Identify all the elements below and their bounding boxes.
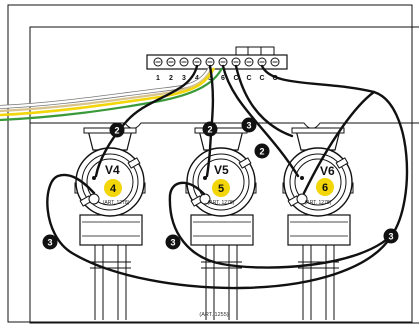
terminal-label-2: 2 — [169, 75, 173, 82]
terminal-label-6: 6 — [221, 75, 225, 82]
terminal-label-4: 4 — [195, 75, 199, 82]
terminal-label-common: C — [272, 75, 277, 82]
terminal-screw — [244, 57, 254, 67]
wire-tan — [0, 67, 213, 113]
wire-v5-signal — [205, 64, 215, 178]
article-label-v4: (ART. 1278) — [103, 200, 130, 206]
callout-2: 2 — [254, 143, 270, 159]
terminal-label-common: C — [246, 75, 251, 82]
black-wires — [46, 64, 409, 290]
valve-label-v5: V5 — [214, 163, 229, 177]
terminal-screw — [153, 57, 163, 67]
svg-text:3: 3 — [170, 238, 175, 248]
zone-number-6: 6 — [322, 182, 328, 194]
svg-text:3: 3 — [47, 238, 52, 248]
terminal-label-common: C — [259, 75, 264, 82]
valve-label-v6: V6 — [320, 164, 335, 178]
svg-text:2: 2 — [114, 126, 119, 136]
svg-text:2: 2 — [207, 125, 212, 135]
svg-text:2: 2 — [259, 147, 264, 157]
article-label-v5: (ART. 1278) — [208, 200, 235, 206]
wire-common-loop-v6 — [302, 90, 376, 195]
valve-face-v6: V6 6 (ART. 1278) — [300, 164, 335, 206]
zone-badge-6 — [316, 178, 334, 196]
wire-common-loop-v5 — [168, 181, 394, 269]
terminal-strip: 1 2 3 4 5 6 C C C C — [146, 46, 288, 82]
article-label-v6: (ART. 1278) — [305, 200, 332, 206]
wire-v6-signal — [221, 64, 300, 178]
wire-yellow — [0, 67, 216, 117]
terminal-screw — [205, 57, 215, 67]
terminal-screw — [270, 57, 280, 67]
controller-cabinet — [7, 4, 419, 324]
terminal-screw — [218, 57, 228, 67]
callout-3: 3 — [383, 228, 399, 244]
callout-3: 3 — [165, 234, 181, 250]
zone-number-5: 5 — [218, 183, 224, 195]
mounting-rail — [30, 122, 419, 129]
terminal-label-1: 1 — [156, 75, 160, 82]
svg-text:3: 3 — [388, 232, 393, 242]
callout-2: 2 — [202, 121, 218, 137]
terminal-label-3: 3 — [182, 75, 186, 82]
wire-common-a — [234, 64, 294, 138]
terminal-label-common: C — [233, 75, 238, 82]
valve-faces: V4 4 (ART. 1278) V5 5 (ART. 1278) V6 6 (… — [92, 163, 335, 206]
zone-badge-5 — [212, 179, 230, 197]
valve-label-v4: V4 — [105, 163, 120, 177]
terminal-screw — [179, 57, 189, 67]
multicore-cable — [0, 66, 223, 122]
wire-white — [0, 67, 212, 109]
wire-green — [0, 67, 223, 122]
callout-2: 2 — [109, 122, 125, 138]
zone-badge-4 — [104, 179, 122, 197]
callout-badges: 2 2 2 3 3 3 3 — [42, 117, 399, 250]
terminal-screw — [192, 57, 202, 67]
callout-3: 3 — [42, 234, 58, 250]
terminal-label-5: 5 — [208, 75, 212, 82]
valve-face-v5: V5 5 (ART. 1278) — [203, 163, 235, 206]
valve-face-v4: V4 4 (ART. 1278) — [92, 163, 130, 206]
terminal-screw — [257, 57, 267, 67]
callout-3: 3 — [241, 117, 257, 133]
wire-v4-signal — [94, 64, 199, 178]
wire-common-loop-v4 — [46, 173, 394, 290]
footer-article-label: (ART. 1255) — [199, 312, 228, 318]
zone-number-4: 4 — [110, 183, 117, 195]
svg-text:3: 3 — [246, 121, 251, 131]
terminal-screw — [166, 57, 176, 67]
